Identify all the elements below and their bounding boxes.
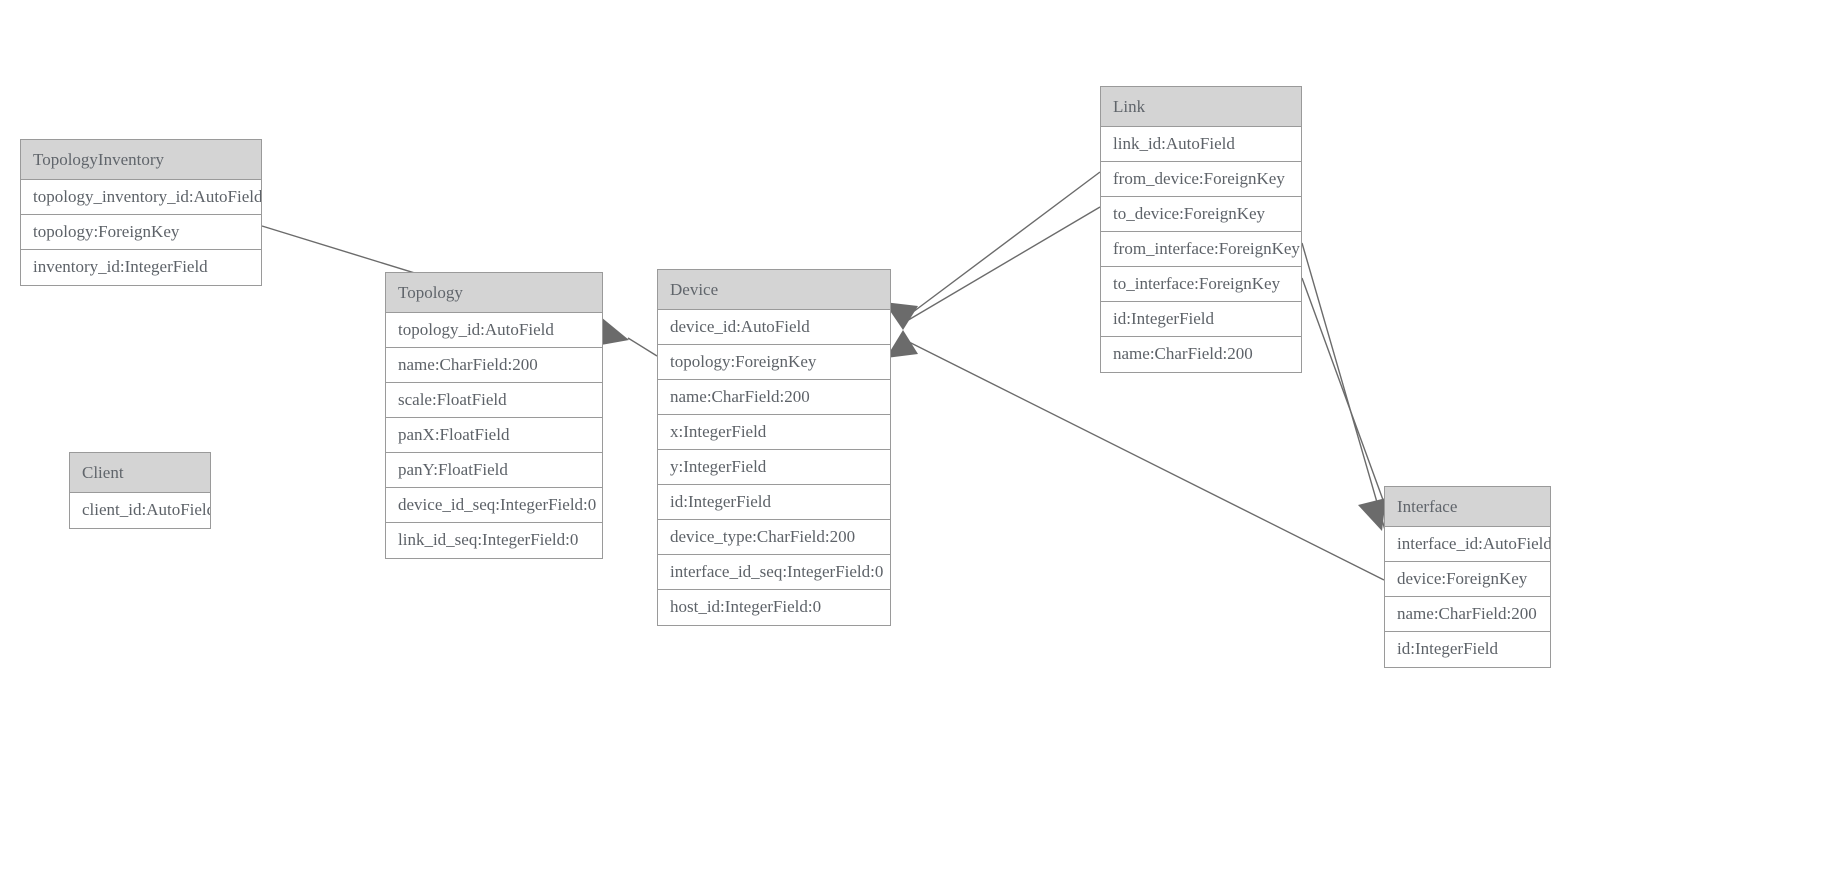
entity-field-row[interactable]: device_type:CharField:200 [658,520,890,555]
entity-field-row[interactable]: device_id_seq:IntegerField:0 [386,488,602,523]
edge-link-to-device [904,206,1101,323]
entity-field-row[interactable]: id:IntegerField [658,485,890,520]
entity-field-row[interactable]: topology_inventory_id:AutoField [21,180,261,215]
entity-field-row[interactable]: scale:FloatField [386,383,602,418]
entity-field-row[interactable]: panX:FloatField [386,418,602,453]
entity-field-row[interactable]: interface_id_seq:IntegerField:0 [658,555,890,590]
entity-field-row[interactable]: from_device:ForeignKey [1101,162,1301,197]
entity-field-row[interactable]: topology:ForeignKey [21,215,261,250]
entity-field-row[interactable]: to_interface:ForeignKey [1101,267,1301,302]
edge-device-topology [627,337,658,357]
arrowhead-interface-from-link [1358,498,1386,531]
edge-interface-device [904,339,1385,581]
entity-field-row[interactable]: panY:FloatField [386,453,602,488]
entity-field-row[interactable]: name:CharField:200 [1385,597,1550,632]
entity-link[interactable]: Link link_id:AutoField from_device:Forei… [1100,86,1302,373]
entity-title: Device [658,270,890,310]
entity-field-row[interactable]: x:IntegerField [658,415,890,450]
entity-field-row[interactable]: id:IntegerField [1101,302,1301,337]
entity-field-row[interactable]: link_id:AutoField [1101,127,1301,162]
entity-title: TopologyInventory [21,140,261,180]
entity-field-row[interactable]: host_id:IntegerField:0 [658,590,890,625]
entity-field-row[interactable]: topology:ForeignKey [658,345,890,380]
edge-link-from-interface [1301,242,1386,531]
entity-field-row[interactable]: id:IntegerField [1385,632,1550,667]
entity-field-row[interactable]: link_id_seq:IntegerField:0 [386,523,602,558]
entity-field-row[interactable]: from_interface:ForeignKey [1101,232,1301,267]
entity-field-row[interactable]: name:CharField:200 [1101,337,1301,372]
entity-title: Link [1101,87,1301,127]
entity-client[interactable]: Client client_id:AutoField [69,452,211,529]
entity-field-row[interactable]: name:CharField:200 [386,348,602,383]
entity-device[interactable]: Device device_id:AutoField topology:Fore… [657,269,891,626]
entity-field-row[interactable]: client_id:AutoField [70,493,210,528]
entity-field-row[interactable]: to_device:ForeignKey [1101,197,1301,232]
entity-title: Topology [386,273,602,313]
edge-link-to-interface [1301,277,1395,531]
arrowhead-topology-from-device [601,317,629,345]
entity-topology-inventory[interactable]: TopologyInventory topology_inventory_id:… [20,139,262,286]
entity-field-row[interactable]: interface_id:AutoField [1385,527,1550,562]
edge-link-from-device [904,171,1101,319]
entity-title: Client [70,453,210,493]
entity-field-row[interactable]: device_id:AutoField [658,310,890,345]
entity-title: Interface [1385,487,1550,527]
entity-field-row[interactable]: name:CharField:200 [658,380,890,415]
entity-field-row[interactable]: topology_id:AutoField [386,313,602,348]
entity-field-row[interactable]: inventory_id:IntegerField [21,250,261,285]
entity-field-row[interactable]: y:IntegerField [658,450,890,485]
entity-interface[interactable]: Interface interface_id:AutoField device:… [1384,486,1551,668]
entity-field-row[interactable]: device:ForeignKey [1385,562,1550,597]
entity-topology[interactable]: Topology topology_id:AutoField name:Char… [385,272,603,559]
